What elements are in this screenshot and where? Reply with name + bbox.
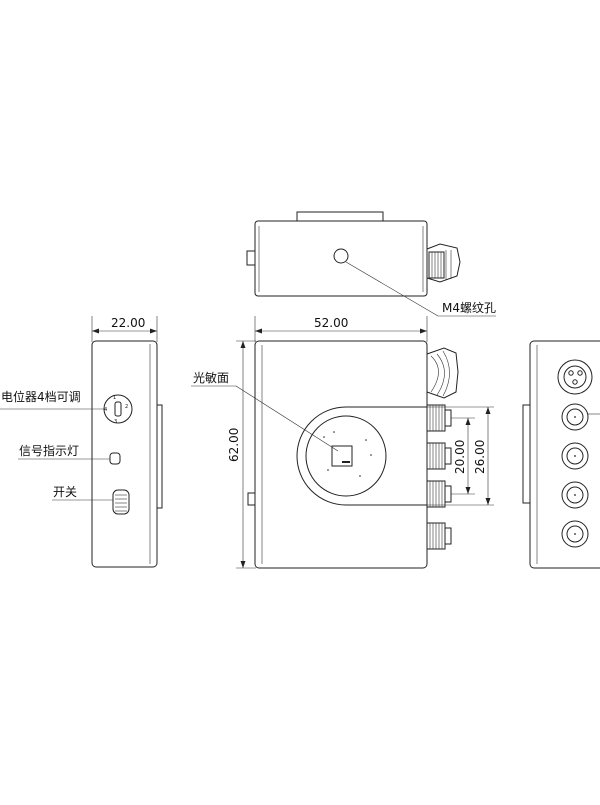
front-width-arrow-right bbox=[420, 328, 427, 334]
rear-view bbox=[522, 340, 600, 569]
switch-icon bbox=[112, 489, 130, 515]
span-arrow-top bbox=[485, 407, 491, 414]
span-arrow-bottom bbox=[485, 498, 491, 505]
switch-label: 开关 bbox=[53, 485, 77, 499]
pitch-text: 20.00 bbox=[453, 440, 467, 474]
side-view-body bbox=[91, 340, 158, 568]
rear-port-1-icon bbox=[561, 403, 589, 431]
dial-mark-2: 2 bbox=[125, 404, 128, 410]
potentiometer-label: 电位器4档可调 bbox=[1, 389, 81, 404]
top-view: M4螺纹孔 bbox=[246, 211, 496, 317]
front-width-arrow-left bbox=[255, 328, 262, 334]
m4-hole-icon bbox=[333, 248, 349, 264]
dial-mark-1: 1 bbox=[113, 395, 116, 401]
m4-hole-leader bbox=[345, 261, 439, 317]
front-width-text: 52.00 bbox=[314, 316, 348, 330]
top-view-cable-gland-icon bbox=[426, 243, 461, 283]
side-width-arrow-right bbox=[150, 328, 157, 334]
connector-1-icon bbox=[426, 404, 452, 432]
rear-m12-connector-icon bbox=[557, 359, 593, 395]
connector-4-icon bbox=[426, 522, 452, 550]
pitch-arrow-bottom bbox=[465, 487, 471, 494]
side-view-mount-rail bbox=[156, 404, 163, 509]
front-height-text: 62.00 bbox=[227, 428, 241, 462]
side-width-text: 22.00 bbox=[111, 316, 145, 330]
signal-led-label: 信号指示灯 bbox=[19, 443, 79, 458]
sensor-face-leader bbox=[235, 385, 339, 452]
side-view: 22.00 1 2 3 4 电位器4档可调 信号指示灯 开关 bbox=[0, 316, 163, 568]
pitch-arrow-top bbox=[465, 418, 471, 425]
m4-hole-label: M4螺纹孔 bbox=[442, 301, 496, 315]
dial-mark-3: 3 bbox=[114, 419, 117, 425]
span-text: 26.00 bbox=[473, 440, 487, 474]
rear-port-2-icon bbox=[561, 442, 589, 470]
sensor-housing-icon bbox=[296, 406, 428, 506]
side-width-arrow-left bbox=[92, 328, 99, 334]
sensor-face-label: 光敏面 bbox=[193, 370, 229, 385]
front-view: 52.00 62.00 光敏面 bbox=[191, 316, 494, 569]
signal-led-icon bbox=[109, 452, 121, 465]
rear-view-body bbox=[529, 340, 600, 569]
potentiometer-dial-icon: 1 2 3 4 bbox=[103, 394, 133, 425]
connector-3-icon bbox=[426, 480, 452, 508]
front-height-arrow-top bbox=[240, 341, 246, 348]
front-cable-gland-icon bbox=[426, 347, 459, 399]
rear-port-4-icon bbox=[561, 520, 589, 548]
top-view-body bbox=[254, 220, 428, 297]
connector-2-icon bbox=[426, 442, 452, 470]
top-view-side-tab bbox=[246, 250, 256, 266]
rear-port-3-icon bbox=[561, 481, 589, 509]
rear-view-mount-rail bbox=[522, 404, 531, 504]
front-view-side-tab bbox=[247, 492, 256, 506]
front-height-arrow-bottom bbox=[240, 561, 246, 568]
dial-mark-4: 4 bbox=[104, 407, 107, 413]
